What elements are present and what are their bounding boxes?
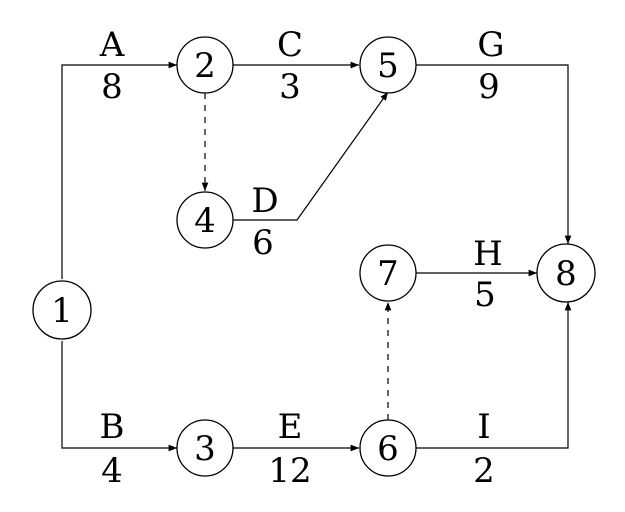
activity-B-duration: 4	[101, 451, 123, 491]
node-4-label: 4	[194, 201, 216, 241]
activity-D-duration: 6	[252, 223, 274, 263]
activity-I-edge	[416, 302, 572, 449]
activity-E-name: E	[278, 407, 303, 447]
activity-A-edge	[61, 61, 177, 279]
node-1: 1	[32, 280, 92, 340]
node-2-label: 2	[194, 46, 216, 86]
node-3: 3	[176, 419, 234, 477]
activity-I-name: I	[477, 407, 490, 447]
activity-labels: A 8 B 4 C 3 D 6 E 12 G 9 H 5 I 2	[99, 25, 505, 491]
node-4: 4	[176, 191, 234, 249]
activity-G-edge	[416, 64, 572, 244]
node-2: 2	[176, 36, 234, 94]
node-7: 7	[359, 244, 417, 302]
activity-C-name: C	[277, 25, 303, 65]
activity-H-duration: 5	[474, 275, 496, 315]
activity-D-name: D	[251, 181, 278, 221]
activity-E-duration: 12	[268, 451, 311, 491]
activity-H-name: H	[473, 234, 503, 274]
node-8: 8	[536, 243, 596, 303]
node-6: 6	[359, 419, 417, 477]
activity-I-duration: 2	[473, 451, 495, 491]
node-6-label: 6	[377, 429, 399, 469]
node-5-label: 5	[377, 46, 399, 86]
activity-A-duration: 8	[101, 67, 123, 107]
node-5: 5	[359, 36, 417, 94]
activity-G-duration: 9	[478, 67, 500, 107]
activity-G-name: G	[477, 25, 504, 65]
node-3-label: 3	[194, 429, 216, 469]
edges	[61, 61, 572, 452]
activity-B-edge	[61, 341, 177, 452]
activity-D-edge	[232, 91, 389, 221]
activity-B-name: B	[100, 407, 125, 447]
node-1-label: 1	[51, 291, 73, 331]
node-7-label: 7	[377, 254, 399, 294]
activity-A-name: A	[99, 25, 125, 65]
activity-C-duration: 3	[279, 67, 301, 107]
nodes: 1 2 3 4 5 6 7 8	[32, 36, 596, 477]
node-8-label: 8	[555, 254, 577, 294]
